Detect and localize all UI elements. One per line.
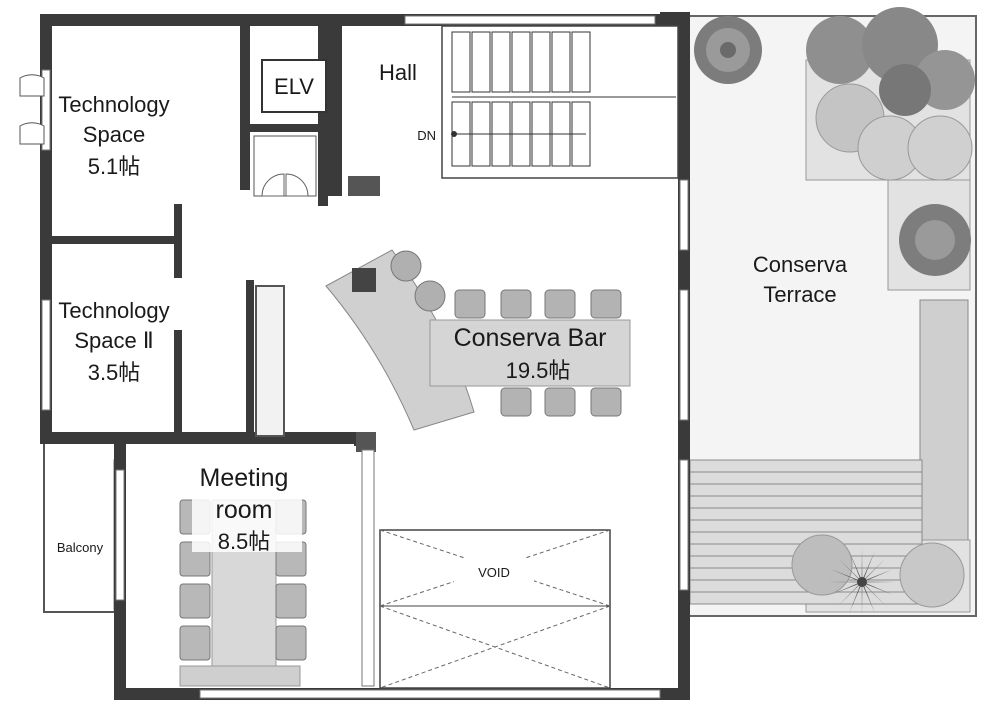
tech-space-1-name-line2: Space bbox=[83, 122, 145, 147]
meeting-room-size: 8.5帖 bbox=[218, 529, 271, 554]
tech-space-1-label: Technology Space 5.1帖 bbox=[58, 92, 169, 179]
stair-tread bbox=[451, 31, 471, 93]
exterior-door[interactable] bbox=[19, 74, 45, 145]
stair-arrow-dot bbox=[451, 131, 457, 137]
hall-label: Hall bbox=[379, 60, 417, 85]
palm-icon bbox=[828, 548, 896, 616]
deck-plank bbox=[689, 495, 923, 509]
palm-center bbox=[857, 577, 867, 587]
bar-stool bbox=[590, 289, 622, 319]
plants bbox=[610, 7, 975, 616]
meeting-chair bbox=[275, 583, 307, 619]
void-label: VOID bbox=[478, 565, 510, 580]
bar-stools bbox=[390, 250, 622, 417]
terrace-deck bbox=[689, 459, 923, 605]
tech-space-2-size: 3.5帖 bbox=[88, 360, 141, 385]
plant-icon bbox=[899, 204, 971, 276]
bar-stool bbox=[390, 250, 422, 282]
palm-leaf bbox=[863, 550, 876, 579]
bar-counter bbox=[325, 249, 631, 431]
terrace-label: Conserva Terrace bbox=[753, 252, 848, 307]
meeting-room-name-line2: room bbox=[216, 496, 273, 524]
terrace-name-line2: Terrace bbox=[763, 282, 836, 307]
stair-tread bbox=[471, 31, 491, 93]
palm-leaf bbox=[837, 557, 860, 580]
balcony-label: Balcony bbox=[57, 540, 104, 555]
bar-stool bbox=[590, 387, 622, 417]
palm-leaf bbox=[861, 548, 863, 579]
palm-leaf bbox=[830, 583, 859, 596]
deck-plank bbox=[689, 591, 923, 605]
bar-size: 19.5帖 bbox=[506, 358, 571, 383]
palm-leaf bbox=[828, 581, 859, 583]
bar-stool bbox=[454, 289, 486, 319]
palm-leaf bbox=[865, 583, 894, 596]
cabinet bbox=[255, 285, 285, 437]
stair-tread bbox=[491, 31, 511, 93]
balcony bbox=[43, 441, 121, 613]
palm-leaf bbox=[864, 584, 887, 607]
meeting-chair bbox=[179, 625, 211, 661]
meeting-chair bbox=[275, 625, 307, 661]
palm-leaf bbox=[865, 568, 894, 581]
closet bbox=[253, 135, 317, 197]
bar-name: Conserva Bar bbox=[454, 324, 607, 352]
stair-tread bbox=[571, 31, 591, 93]
plant-icon bbox=[815, 83, 973, 181]
pillars bbox=[348, 176, 380, 452]
palm-leaf bbox=[848, 550, 861, 579]
tech-space-2-name-line1: Technology bbox=[58, 298, 169, 323]
stairs-down-label: DN bbox=[417, 128, 436, 143]
deck-plank bbox=[689, 459, 923, 473]
bar-stool bbox=[544, 289, 576, 319]
deck-plank bbox=[689, 507, 923, 521]
palm-leaf bbox=[865, 581, 896, 583]
palm-leaf bbox=[837, 584, 860, 607]
palm-leaf bbox=[848, 585, 861, 614]
bar-stool bbox=[414, 280, 446, 312]
tech-space-2-name-line2: Space Ⅱ bbox=[74, 328, 153, 353]
plant-icon bbox=[694, 16, 762, 84]
bar-stool bbox=[544, 387, 576, 417]
deck-plank bbox=[689, 483, 923, 497]
deck-plank bbox=[689, 519, 923, 533]
meeting-room-name-line1: Meeting bbox=[200, 464, 289, 492]
elevator[interactable]: ELV bbox=[261, 59, 327, 113]
meeting-chair bbox=[179, 583, 211, 619]
tech-space-1-name-line1: Technology bbox=[58, 92, 169, 117]
staircase bbox=[441, 25, 679, 179]
bar-stool bbox=[500, 387, 532, 417]
windows bbox=[41, 15, 689, 699]
deck-plank bbox=[689, 471, 923, 485]
void-area bbox=[379, 529, 611, 689]
palm-leaf bbox=[830, 568, 859, 581]
meeting-room-label: Meeting room 8.5帖 bbox=[192, 462, 302, 554]
plant-icon bbox=[791, 534, 965, 608]
tech-space-1-size: 5.1帖 bbox=[88, 154, 141, 179]
palm-leaf bbox=[863, 585, 876, 614]
elv-label: ELV bbox=[274, 74, 314, 99]
tech-space-2-label: Technology Space Ⅱ 3.5帖 bbox=[58, 298, 169, 385]
palm-leaf bbox=[861, 585, 863, 616]
palm-leaf bbox=[864, 557, 887, 580]
stair-tread bbox=[531, 31, 551, 93]
plant-icon bbox=[806, 7, 975, 116]
bar-stool bbox=[500, 289, 532, 319]
stair-tread bbox=[551, 31, 571, 93]
stair-tread bbox=[511, 31, 531, 93]
terrace-name-line1: Conserva bbox=[753, 252, 848, 277]
